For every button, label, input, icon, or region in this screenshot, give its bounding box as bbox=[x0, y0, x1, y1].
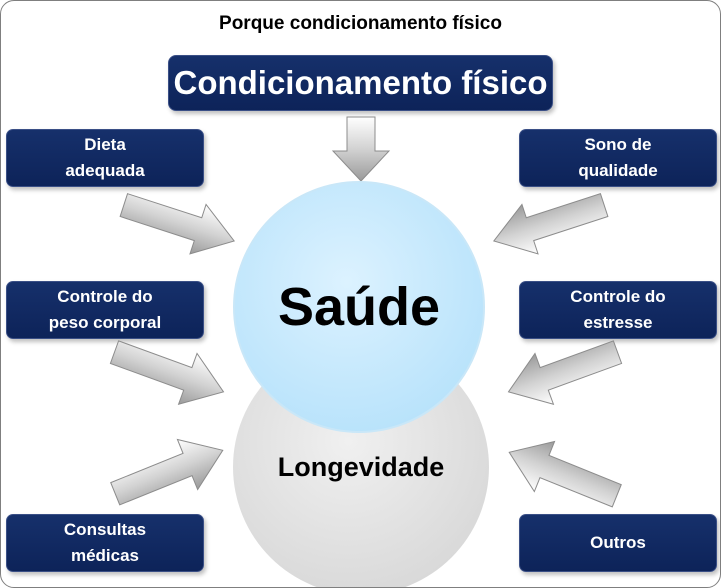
factor-box-weight-control: Controle do peso corporal bbox=[6, 281, 204, 339]
arrow-medical-icon bbox=[110, 438, 224, 506]
factor-box-diet: Dieta adequada bbox=[6, 129, 204, 187]
arrow-weight-icon bbox=[109, 340, 225, 405]
outcome-label-longevity: Longevidade bbox=[277, 451, 445, 482]
factor-box-stress-control: Controle do estresse bbox=[519, 281, 717, 339]
main-box-physical-conditioning: Condicionamento físico bbox=[168, 55, 553, 111]
diagram-title: Porque condicionamento físico bbox=[219, 13, 502, 34]
factor-box-others: Outros bbox=[519, 514, 717, 572]
outcome-label-health: Saúde bbox=[277, 277, 441, 337]
arrow-diet-icon bbox=[119, 193, 236, 255]
outcome-circle-health: Saúde bbox=[233, 181, 485, 433]
arrow-others-icon bbox=[508, 440, 622, 508]
arrow-stress-icon bbox=[507, 340, 623, 405]
arrow-sleep-icon bbox=[492, 193, 609, 255]
factor-box-medical: Consultas médicas bbox=[6, 514, 204, 572]
factor-box-sleep: Sono de qualidade bbox=[519, 129, 717, 187]
arrow-down-icon bbox=[331, 116, 391, 182]
